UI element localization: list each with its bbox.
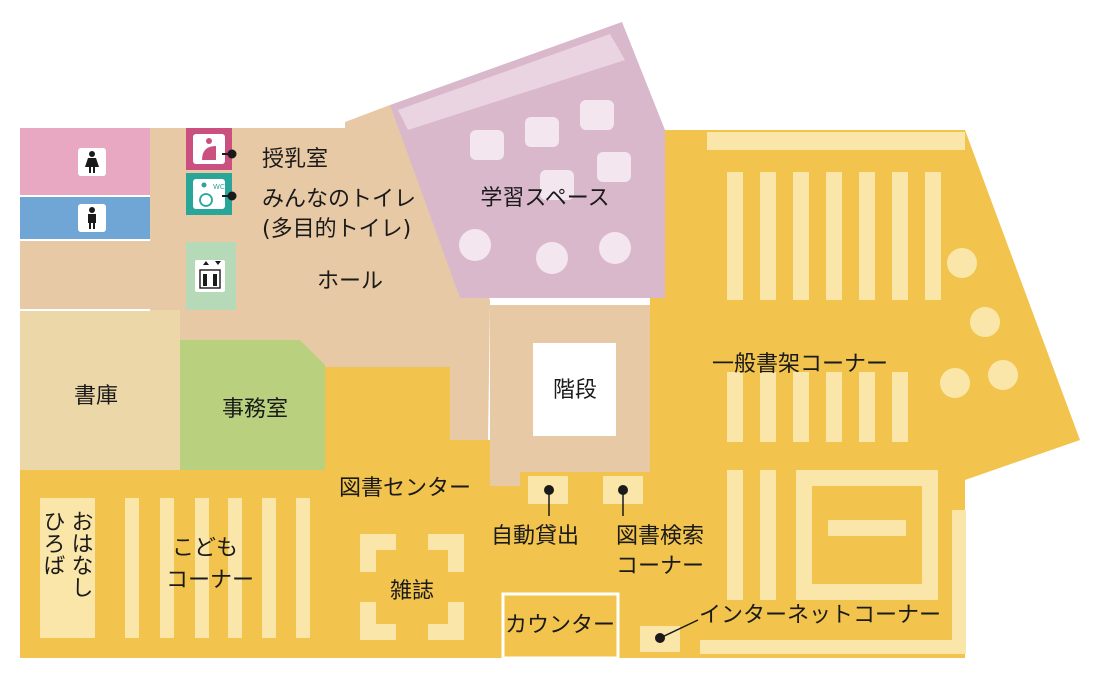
label-nursing-room: 授乳室 bbox=[262, 147, 328, 172]
lounge-chairs bbox=[940, 248, 1018, 398]
female-restroom-icon bbox=[78, 148, 106, 176]
shelf-top-bench bbox=[707, 132, 965, 150]
label-self-checkout: 自動貸出 bbox=[491, 524, 579, 549]
label-general-shelves: 一般書架コーナー bbox=[712, 352, 888, 377]
label-study-space: 学習スペース bbox=[480, 186, 609, 211]
baby-care-icon bbox=[186, 128, 232, 170]
left-corridor bbox=[20, 240, 150, 310]
label-kids-corner: こども bbox=[172, 536, 238, 561]
label-story-plaza-col2: ひろば bbox=[40, 510, 65, 576]
label-search-corner: 図書検索 bbox=[616, 524, 704, 549]
leader-lines bbox=[222, 149, 699, 643]
elevator-icon bbox=[186, 242, 236, 310]
label-multi-toilet: みんなのトイレ bbox=[262, 187, 416, 212]
magazine-rack bbox=[360, 534, 464, 640]
label-kids-corner-sub: コーナー bbox=[166, 568, 254, 593]
wc-tag: WC bbox=[213, 183, 225, 191]
general-shelves bbox=[700, 172, 966, 654]
label-multi-toilet-sub: (多目的トイレ) bbox=[262, 217, 411, 242]
label-library-center: 図書センター bbox=[339, 476, 471, 501]
study-tables bbox=[459, 100, 631, 274]
kids-shelves bbox=[40, 498, 310, 638]
label-office: 事務室 bbox=[222, 397, 288, 422]
male-restroom-icon bbox=[78, 204, 106, 232]
office-room bbox=[180, 340, 325, 470]
label-stairs: 階段 bbox=[553, 378, 597, 403]
label-magazines: 雑誌 bbox=[390, 579, 434, 604]
hall-area bbox=[150, 105, 490, 440]
label-story-plaza-col1: おはなし bbox=[68, 510, 93, 598]
label-internet-corner: インターネットコーナー bbox=[699, 603, 941, 628]
wheelchair-wc-icon: WC bbox=[186, 173, 232, 215]
label-search-corner-sub: コーナー bbox=[616, 554, 704, 579]
label-hall: ホール bbox=[317, 269, 383, 294]
storage-room bbox=[20, 310, 180, 470]
study-space-bench bbox=[398, 34, 625, 130]
counter-desk bbox=[501, 592, 620, 660]
label-storage: 書庫 bbox=[74, 384, 118, 409]
label-counter: カウンター bbox=[505, 613, 615, 638]
stairs-box bbox=[533, 343, 616, 436]
